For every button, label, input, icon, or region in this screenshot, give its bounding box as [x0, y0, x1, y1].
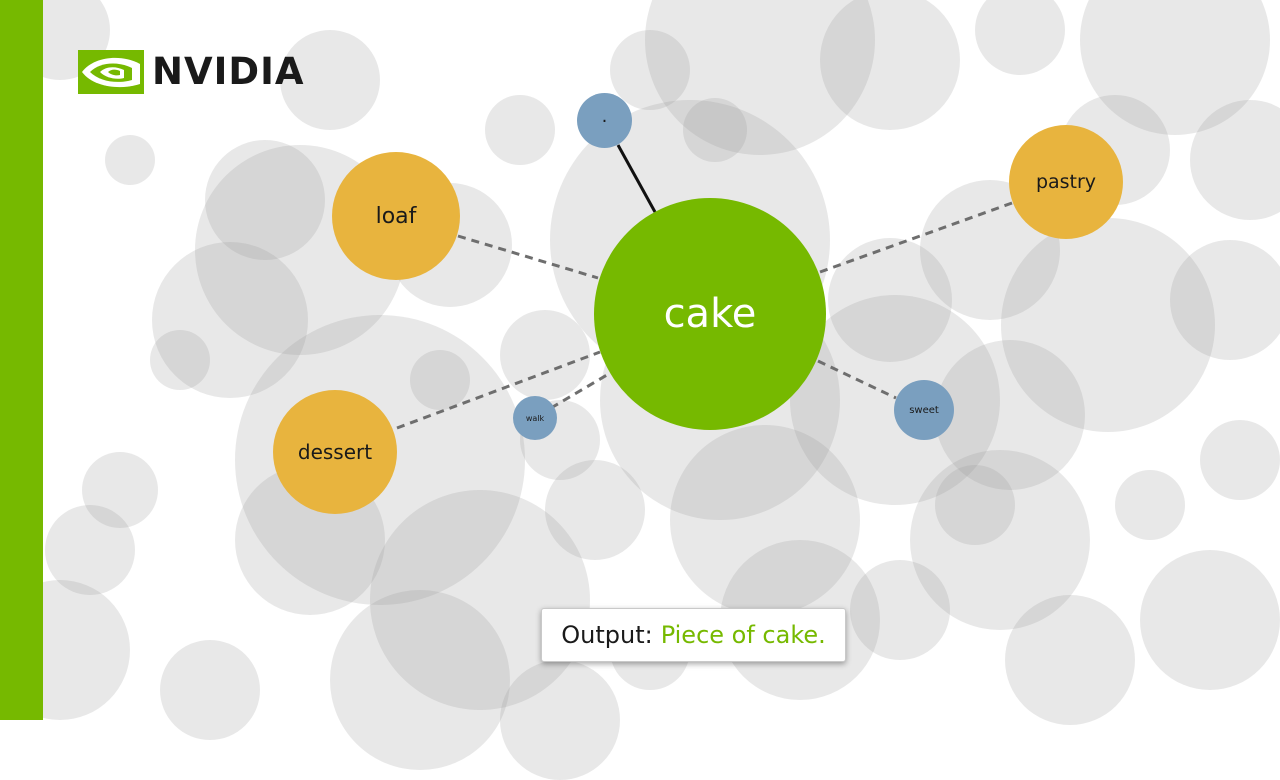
edge-pastry — [819, 201, 1013, 274]
brand-side-bar — [0, 0, 43, 720]
background-bubble — [910, 450, 1090, 630]
background-bubble — [1005, 595, 1135, 725]
background-bubble — [683, 98, 747, 162]
brand-name: NVIDIA — [152, 50, 305, 93]
node-loaf-label: loaf — [375, 203, 417, 229]
node-sweet-label: sweet — [909, 404, 939, 416]
background-bubble — [485, 95, 555, 165]
background-bubble — [1190, 100, 1280, 220]
edge-dot — [616, 144, 657, 213]
node-walk-label: walk — [525, 413, 545, 423]
background-bubble — [935, 340, 1085, 490]
nvidia-eye-icon — [78, 50, 144, 94]
node-loaf: loaf — [332, 152, 460, 280]
graph-edges — [396, 144, 1013, 430]
background-bubble — [280, 30, 380, 130]
background-bubble — [1140, 550, 1280, 690]
output-label: Output: — [561, 621, 653, 649]
background-bubble — [850, 560, 950, 660]
node-dot-label: . — [601, 106, 608, 127]
background-bubble — [820, 0, 960, 130]
output-value: Piece of cake. — [660, 621, 826, 649]
node-pastry: pastry — [1009, 125, 1123, 239]
node-dot: . — [577, 93, 632, 148]
background-bubble — [150, 330, 210, 390]
background-bubble — [545, 460, 645, 560]
background-bubble — [105, 135, 155, 185]
background-bubble — [45, 505, 135, 595]
edge-dessert — [396, 350, 601, 430]
edge-sweet — [817, 359, 897, 400]
background-bubble — [1115, 470, 1185, 540]
node-walk: walk — [513, 396, 557, 440]
background-bubble — [670, 425, 860, 615]
node-dessert-label: dessert — [297, 440, 373, 464]
background-bubble — [152, 242, 308, 398]
background-bubble — [828, 238, 952, 362]
background-bubble — [500, 310, 590, 400]
node-pastry-label: pastry — [1035, 171, 1097, 193]
background-bubble — [410, 350, 470, 410]
node-sweet: sweet — [894, 380, 954, 440]
background-bubble — [975, 0, 1065, 75]
center-node-cake: cake — [594, 198, 826, 430]
edge-walk — [550, 370, 613, 410]
background-bubble — [1170, 240, 1280, 360]
background-bubble — [935, 465, 1015, 545]
node-dessert: dessert — [273, 390, 397, 514]
nvidia-logo: NVIDIA — [78, 50, 304, 94]
edge-loaf — [457, 234, 599, 280]
background-bubble — [82, 452, 158, 528]
background-bubble — [1200, 420, 1280, 500]
output-box: Output: Piece of cake. — [541, 608, 846, 662]
background-bubble — [205, 140, 325, 260]
center-node-label: cake — [663, 291, 757, 337]
background-bubble — [370, 490, 590, 710]
background-bubble — [1001, 218, 1215, 432]
background-bubble — [610, 30, 690, 110]
